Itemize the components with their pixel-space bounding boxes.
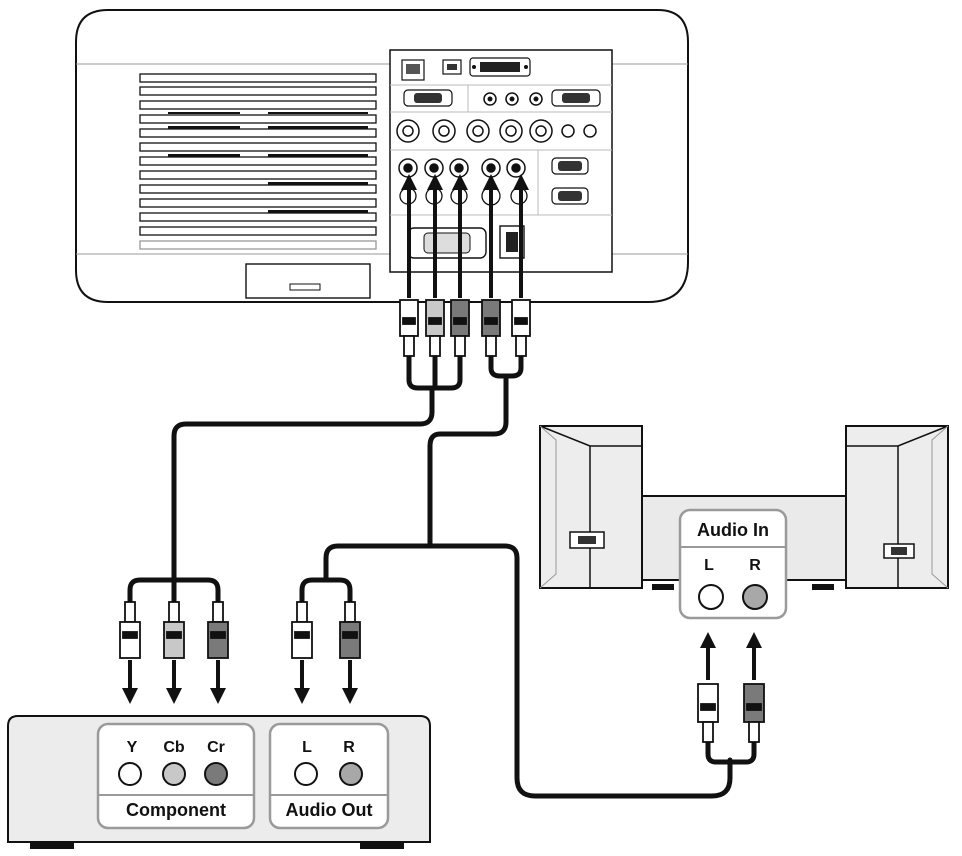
- source-plugs: [119, 601, 361, 659]
- audio-in-l-label: L: [704, 557, 714, 574]
- audio-out-l-label: L: [302, 739, 312, 756]
- projector-vent-grille: [139, 73, 377, 250]
- component-cb-jack-icon: [162, 762, 186, 786]
- component-y-jack-icon: [118, 762, 142, 786]
- speaker-system: Audio In L R: [539, 425, 949, 620]
- projector-terminal-panel: [389, 49, 613, 273]
- component-cb-label: Cb: [163, 739, 185, 756]
- projector-plate-slot: [289, 283, 321, 291]
- projector: [75, 9, 689, 303]
- left-speaker: [539, 425, 643, 589]
- audio-out-r-jack-icon: [339, 762, 363, 786]
- audio-in-r-jack-icon: [742, 584, 768, 610]
- source-device: Y Cb Cr Component L R Audio Out: [7, 715, 431, 849]
- audio-input-ports: [481, 158, 526, 178]
- projector-plugs: [399, 299, 531, 357]
- cables: [127, 353, 757, 799]
- component-y-label: Y: [127, 739, 138, 756]
- bnc-port-row: [396, 119, 597, 143]
- audio-in-r-label: R: [749, 557, 761, 574]
- audio-out-title: Audio Out: [286, 800, 373, 820]
- component-title: Component: [126, 800, 226, 820]
- audio-in-l-jack-icon: [698, 584, 724, 610]
- speaker-plugs: [697, 683, 765, 743]
- connection-arrows: [122, 174, 762, 704]
- audio-out-r-label: R: [343, 739, 355, 756]
- component-cr-label: Cr: [207, 739, 225, 756]
- component-input-ports: [398, 158, 469, 178]
- audio-cable: [323, 353, 509, 583]
- right-speaker: [845, 425, 949, 589]
- audio-out-l-jack-icon: [294, 762, 318, 786]
- speaker-cable: [427, 543, 733, 799]
- projector-bottom-plate: [245, 263, 371, 299]
- audio-in-title: Audio In: [697, 520, 769, 540]
- component-cr-jack-icon: [204, 762, 228, 786]
- component-cable: [171, 353, 435, 605]
- audio-out-label-box: [268, 722, 390, 830]
- vent-shadows: [168, 112, 368, 213]
